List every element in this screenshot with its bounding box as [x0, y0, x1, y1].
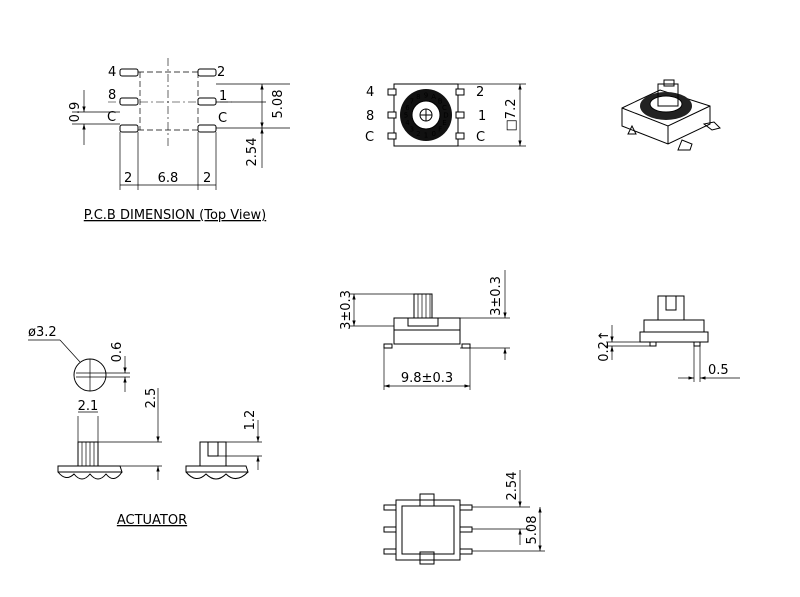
switch-pin: [455, 132, 465, 140]
top-pin-label: C: [476, 130, 485, 145]
pcb-pad: [119, 124, 139, 133]
pcb-pin-label: 4: [108, 65, 116, 80]
dial-hex-label: 5: [404, 112, 408, 120]
actuator-dim-w: 2.1: [78, 399, 99, 414]
dial-hex-label: 6: [405, 104, 410, 112]
dial-hex-label: 2: [416, 130, 420, 138]
pcb-pin-label: C: [218, 111, 227, 126]
isometric-view: [621, 79, 721, 151]
actuator-dim-slot-depth: 1.2: [243, 410, 258, 431]
dial-hex-label: F: [438, 126, 442, 134]
side-dim-left: 3±0.3: [339, 290, 354, 330]
switch-pin: [387, 132, 397, 140]
pcb-dim-w-right: 2: [203, 171, 211, 186]
switch-pin: [387, 88, 397, 96]
pcb-pad: [197, 124, 217, 133]
dial-hex-label: 1: [424, 132, 428, 140]
switch-pin: [387, 111, 397, 119]
bottom-view: 2.54 5.08: [383, 470, 545, 565]
switch-pin: [455, 88, 465, 96]
end-dim-stand: 0.2↑: [597, 330, 612, 362]
pcb-pad: [119, 68, 139, 77]
pcb-pad: [119, 97, 139, 106]
side-view: 3±0.3 3±0.3 9.8±0.3: [339, 270, 510, 390]
dial-hex-label: C: [442, 104, 447, 112]
dial-hex-label: 8: [416, 93, 420, 101]
pcb-pad: [197, 68, 217, 77]
end-dim-pad: 0.5: [708, 363, 729, 378]
pcb-dim-row: 5.08: [271, 90, 286, 119]
pcb-pin-label: 2: [217, 65, 225, 80]
side-dim-right: 3±0.3: [489, 276, 504, 316]
end-view: 0.2↑ 0.5: [597, 295, 740, 382]
pcb-dim-vert: 2.54: [245, 138, 260, 167]
pcb-pin-label: 1: [219, 89, 227, 104]
pcb-dim-pitch: 0.9: [68, 102, 83, 123]
pcb-dim-w-left: 2: [124, 171, 132, 186]
actuator-dim-dia: ø3.2: [28, 325, 57, 340]
pcb-pin-label: C: [107, 110, 116, 125]
bottom-dim-pitch: 2.54: [505, 472, 520, 501]
top-pin-label: 2: [476, 85, 484, 100]
dial-hex-label: 0: [431, 130, 435, 138]
pcb-pad: [197, 97, 217, 106]
switch-pin: [455, 111, 465, 119]
dial-hex-label: 3: [410, 126, 414, 134]
pcb-dim-w-mid: 6.8: [158, 171, 179, 186]
pcb-caption: P.C.B DIMENSION (Top View): [84, 208, 266, 223]
side-dim-width: 9.8±0.3: [401, 371, 453, 386]
actuator-dim-slot: 0.6: [110, 342, 125, 363]
dial-hex-label: 9: [424, 92, 428, 100]
dial-hex-label: D: [443, 112, 448, 120]
actuator-dim-h: 2.5: [144, 388, 159, 409]
dial-hex-label: E: [442, 119, 446, 127]
dial-hex-label: B: [438, 97, 443, 105]
top-pin-label: 1: [478, 109, 486, 124]
dial-hex-label: 7: [410, 97, 414, 105]
bottom-dim-span: 5.08: [525, 516, 540, 545]
pcb-pin-label: 8: [108, 88, 116, 103]
top-pin-label: 8: [366, 109, 374, 124]
actuator-view: ø3.2 0.6 2.1 2.5 1.2 ACTUATOR: [28, 325, 262, 528]
shaft: [413, 293, 433, 319]
dial-hex-label: 4: [405, 119, 410, 127]
actuator-caption: ACTUATOR: [117, 513, 187, 528]
top-pin-label: C: [365, 130, 374, 145]
top-dim-square: □7.2: [504, 99, 519, 132]
dial-hex-label: A: [431, 93, 436, 101]
top-pin-label: 4: [366, 85, 374, 100]
pcb-dimension-view: 4 8 C 2 1 C 0.9 5.08 2.54 2 6.8 2 P.C.B …: [68, 58, 290, 223]
